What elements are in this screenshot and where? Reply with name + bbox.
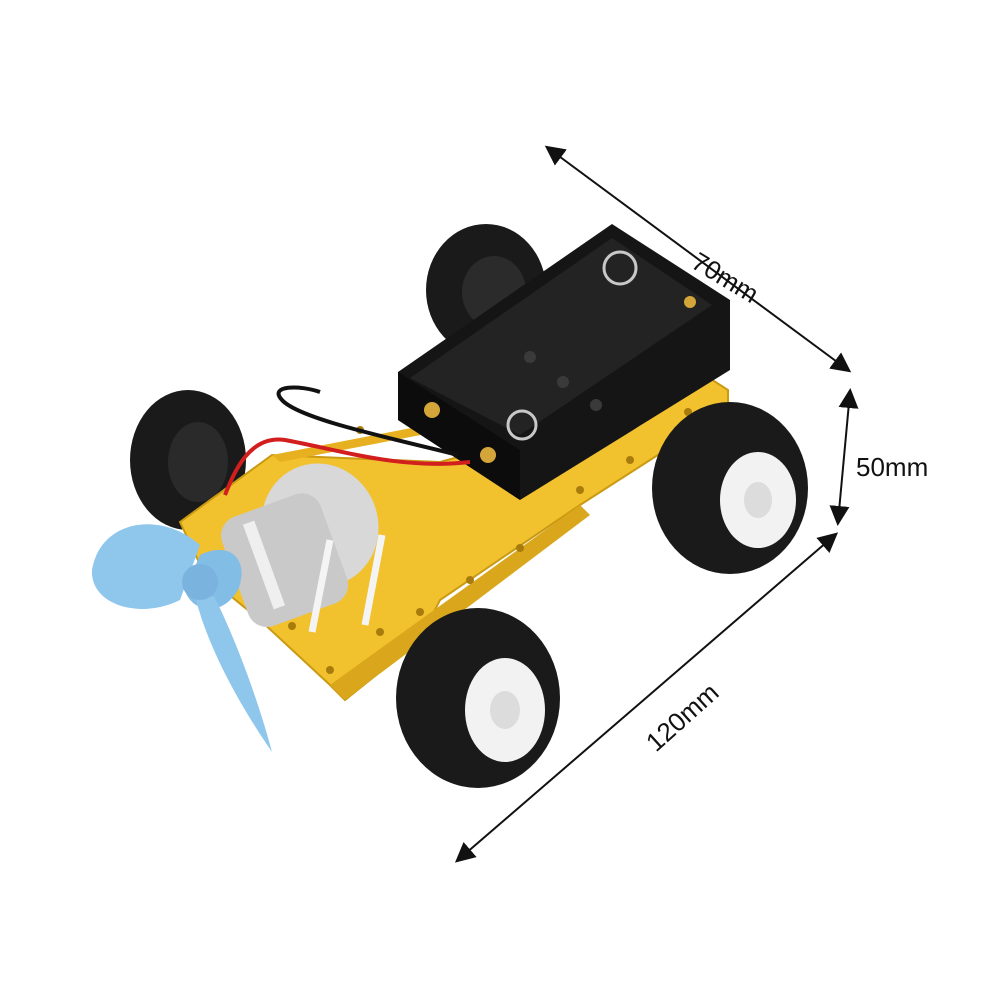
- battery-box: [398, 224, 730, 500]
- height-arrow: [829, 388, 859, 526]
- front-right-wheel: [652, 402, 808, 574]
- propeller: [91, 524, 272, 752]
- width-arrow: [544, 145, 852, 373]
- black-wire: [276, 385, 459, 457]
- height-dimension-label: 50mm: [856, 452, 929, 482]
- front-left-wheel: [396, 608, 560, 788]
- red-wire: [223, 437, 471, 496]
- motor: [220, 463, 386, 633]
- length-arrow: [454, 532, 839, 863]
